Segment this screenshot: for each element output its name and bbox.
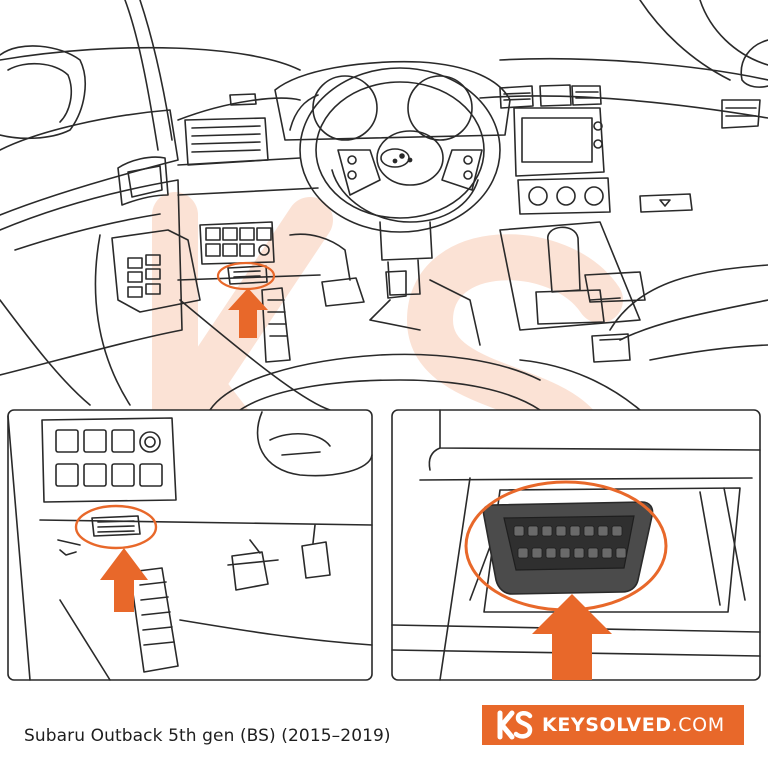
brand-badge: KEYSOLVED.COM bbox=[482, 705, 744, 745]
main-interior-view bbox=[0, 0, 768, 411]
inset-left-frame bbox=[7, 409, 373, 681]
subaru-emblem-icon bbox=[380, 148, 410, 168]
brand-main-text: KEYSOLVED bbox=[542, 714, 672, 736]
arrow-up-icon bbox=[228, 288, 268, 338]
vehicle-caption: Subaru Outback 5th gen (BS) (2015–2019) bbox=[24, 726, 391, 746]
ks-logo-icon bbox=[497, 710, 533, 740]
main-obd-highlight bbox=[216, 261, 276, 338]
brand-tld-text: .COM bbox=[671, 714, 725, 736]
inset-left-detail bbox=[7, 411, 373, 681]
obd-connector-closeup bbox=[482, 501, 654, 595]
arrow-up-icon bbox=[100, 548, 148, 612]
inset-right-highlight bbox=[464, 480, 668, 680]
arrow-up-icon bbox=[532, 594, 612, 680]
inset-left-highlight bbox=[74, 504, 158, 612]
brand-wordmark: KEYSOLVED.COM bbox=[542, 714, 725, 736]
